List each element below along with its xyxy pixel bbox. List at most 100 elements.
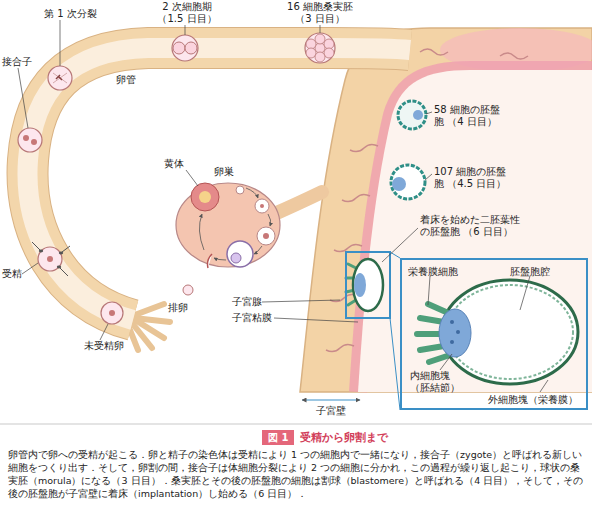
leader-line — [520, 276, 530, 310]
uterine-gland — [342, 194, 370, 201]
pronucleus — [31, 139, 37, 145]
cycle-arrow — [268, 214, 271, 226]
part-label: 排卵 — [168, 302, 188, 314]
leader-line — [262, 300, 340, 302]
zoom-line — [390, 252, 400, 410]
node-text: 図 1 — [268, 432, 288, 443]
zygote-cell — [18, 128, 42, 152]
part-label: 着床を始めた二胚葉性の胚盤胞 （6 日目） — [420, 214, 524, 238]
node-text: 胚盤胞腔 — [510, 266, 550, 278]
leader-line — [382, 228, 418, 262]
inner-cell-mass — [439, 309, 471, 357]
implanted-blastocyst — [353, 259, 383, 311]
zoom-box — [346, 252, 390, 318]
mature-follicle — [227, 241, 253, 267]
sperm-head — [57, 266, 61, 269]
part-label: 2 次細胞期 （1.5 日目） — [155, 1, 219, 25]
part-label: 接合子 — [2, 56, 32, 68]
follicle — [236, 186, 244, 194]
egg-cell — [101, 302, 123, 324]
node-text: 外細胞塊（栄養膜） — [488, 394, 578, 406]
blastocyst — [398, 101, 426, 129]
leader-line — [428, 276, 430, 305]
ovary — [176, 183, 280, 267]
spindle — [53, 73, 67, 83]
corpus-luteum-core — [199, 191, 211, 203]
blastomere — [173, 42, 185, 54]
fimbria — [134, 318, 170, 322]
leader-line — [100, 324, 108, 340]
zona — [172, 35, 198, 61]
blastomere — [306, 48, 316, 58]
part-label: 卵管 — [116, 74, 136, 86]
leader-line — [18, 68, 28, 128]
egg-nucleus — [109, 310, 115, 316]
cycle-arrow — [214, 258, 226, 260]
corpus-luteum — [191, 183, 219, 211]
chromosome — [56, 75, 62, 80]
part-label: 16 細胞桑実胚 （3 日目） — [284, 1, 356, 25]
ovarian-ligament — [272, 192, 322, 215]
leader-line — [22, 263, 38, 274]
cell-dot — [450, 340, 454, 344]
node-text: 内細胞塊 （胚結節） — [410, 370, 464, 394]
sperm-head — [39, 250, 43, 253]
oocyte — [260, 204, 264, 208]
ovulated-egg — [183, 285, 193, 295]
figure-title: 受精から卵割まで — [300, 430, 388, 445]
part-label: 子宮粘膜 — [232, 312, 272, 324]
cycle-arrow — [199, 214, 204, 250]
leader-line — [60, 20, 61, 66]
leader-line — [540, 380, 548, 392]
part-label: 黄体 — [164, 158, 184, 170]
sperm-tail — [60, 268, 68, 276]
leader-line — [320, 25, 321, 33]
blastomere — [315, 43, 325, 53]
pronucleus — [23, 135, 29, 141]
part-label: 受精 — [2, 268, 22, 280]
part-label: 第 1 次分裂 — [44, 8, 97, 20]
sperm-tail — [62, 246, 70, 252]
cell-dot — [450, 320, 454, 324]
figure-caption: 卵管内で卵への受精が起こる．卵と精子の染色体は受精により 1 つの細胞内で一緒に… — [8, 448, 584, 500]
cell-dot — [456, 330, 460, 334]
sperm-tail — [32, 242, 40, 250]
blastomere — [315, 34, 325, 44]
oviduct-wall — [28, 48, 410, 320]
leader-line — [440, 354, 452, 370]
zona — [305, 33, 335, 63]
uterine-wall — [300, 28, 592, 392]
uterine-gland — [326, 344, 354, 351]
blastomere — [315, 52, 325, 62]
leader-line — [274, 318, 358, 322]
blastomere — [324, 48, 334, 58]
sperm-head — [59, 252, 63, 255]
part-label: 58 細胞の胚盤胞 （4 日目） — [434, 104, 506, 128]
follicle — [255, 199, 269, 213]
figure-number: 図 1 — [262, 430, 294, 445]
egg-nucleus — [47, 256, 53, 262]
inner-cell-mass — [413, 110, 423, 120]
uterine-gland — [420, 49, 448, 55]
egg-cell — [38, 247, 62, 271]
node-text: 栄養膜細胞 — [408, 266, 458, 278]
oocyte — [231, 253, 241, 263]
part-label: 子宮腺 — [232, 296, 262, 308]
blastomere — [306, 39, 316, 49]
cycle-arrow — [246, 188, 258, 198]
dividing-cell — [48, 66, 72, 90]
inset-box: 栄養膜細胞 胚盤胞腔内細胞塊 （胚結節） 外細胞塊（栄養膜） — [400, 258, 588, 410]
separator-line — [0, 424, 592, 425]
oocyte — [263, 233, 269, 239]
leader-line — [186, 170, 198, 186]
leader-line — [185, 25, 186, 35]
blastocyst — [391, 165, 425, 199]
blastomere — [185, 42, 197, 54]
fimbria — [132, 304, 164, 316]
part-label: 卵巣 — [214, 166, 234, 178]
part-label: 107 細胞の胚盤胞 （4.5 日目） — [434, 166, 514, 190]
follicle — [257, 227, 275, 245]
inner-cell-mass — [354, 273, 366, 297]
oviduct-outline — [28, 48, 410, 320]
